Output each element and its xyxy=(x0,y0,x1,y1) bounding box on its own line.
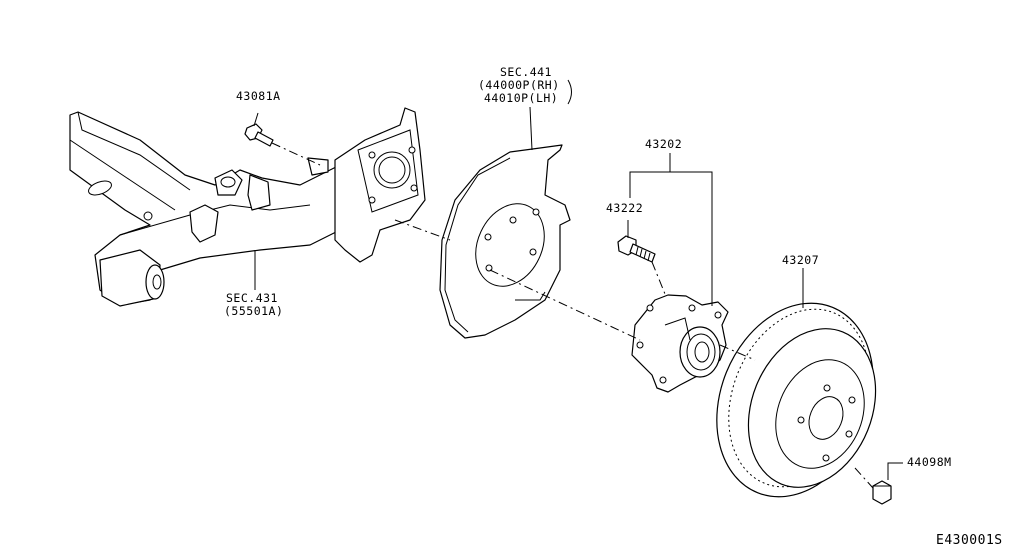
part-label-sec431: SEC.431 xyxy=(226,291,278,305)
disc-rotor-part xyxy=(716,268,877,498)
right-paren-icon xyxy=(567,79,572,105)
figure-code: E430001S xyxy=(936,533,1003,548)
hub-assembly-part xyxy=(631,294,729,393)
brake-back-plate-part xyxy=(439,106,571,339)
part-label-sec431-sub: (55501A) xyxy=(224,304,284,318)
bolt-43081a-part xyxy=(244,112,321,166)
part-label-sec441-rh: (44000P(RH) xyxy=(478,78,560,92)
nut-44098m-part xyxy=(872,462,903,505)
assembly-axis-line xyxy=(394,219,874,489)
part-label-sec441: SEC.441 xyxy=(500,65,552,79)
part-label-sec441-lh: 44010P(LH) xyxy=(484,91,559,105)
bolt-43222-part xyxy=(617,235,656,263)
part-label-44098m: 44098M xyxy=(907,455,952,469)
suspension-arm-part xyxy=(69,107,426,307)
part-label-43207: 43207 xyxy=(782,253,820,267)
part-label-43081a: 43081A xyxy=(236,89,281,103)
part-label-43222: 43222 xyxy=(606,201,644,215)
part-label-43202: 43202 xyxy=(645,137,683,151)
leader-lines xyxy=(254,153,713,306)
